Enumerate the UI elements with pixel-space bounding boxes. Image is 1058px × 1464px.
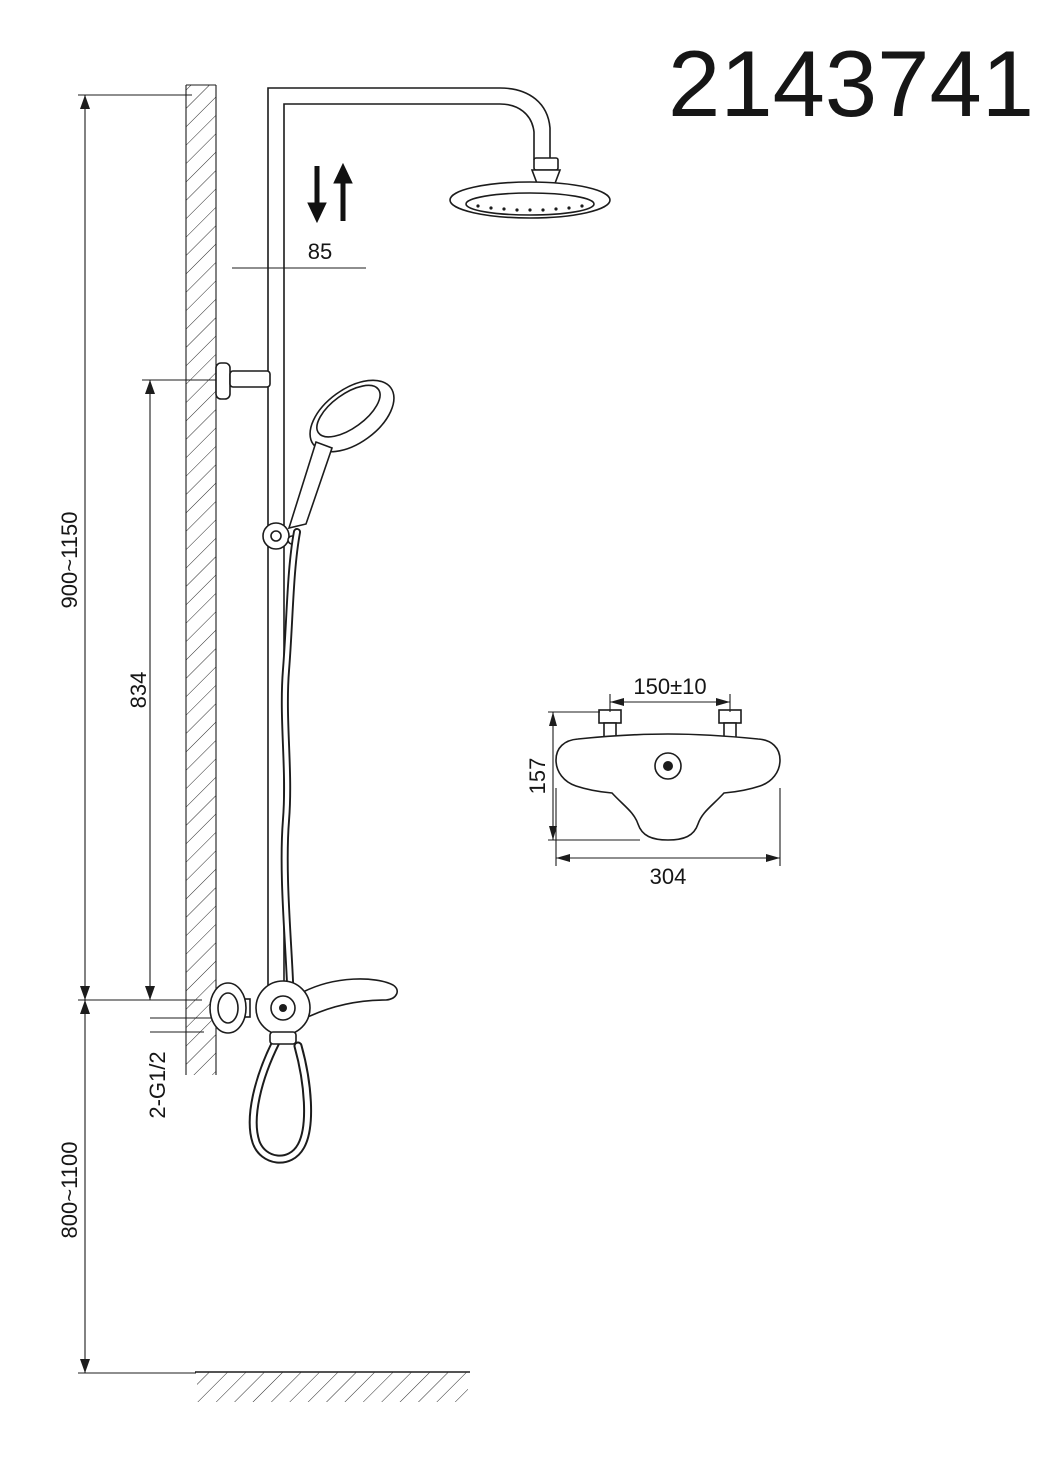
hand-shower xyxy=(287,379,395,530)
wall-hatch xyxy=(186,85,216,1075)
mixer-hose-outlet xyxy=(269,1031,297,1045)
mixer-wall-flange xyxy=(209,982,247,1034)
dimension-head-offset: 85 xyxy=(232,239,366,269)
dim-column-height-label: 900~1150 xyxy=(57,512,82,609)
detail-diverter-button xyxy=(654,752,682,780)
dimension-valve-width: 304 xyxy=(555,788,781,889)
hand-shower-face xyxy=(316,384,381,438)
part-number: 2143741 xyxy=(668,31,1034,136)
height-adjust-arrows xyxy=(307,162,353,224)
dim-valve-height-label: 157 xyxy=(525,758,550,795)
hand-shower-handle xyxy=(287,440,334,530)
detail-valve-body xyxy=(555,733,781,841)
inlet-thread-label: 2-G1/2 xyxy=(145,1051,170,1118)
dimension-inlet-spacing: 150±10 xyxy=(609,674,731,712)
dim-valve-width-label: 304 xyxy=(650,864,687,889)
detail-inlet-right xyxy=(718,709,742,740)
ground-hatch xyxy=(197,1372,468,1402)
ground xyxy=(195,1371,470,1402)
rain-shower-face xyxy=(465,192,595,216)
spray-nozzles xyxy=(476,204,584,212)
dimension-column-height: 900~1150 800~1100 xyxy=(57,94,202,1374)
dim-inlet-spacing-label: 150±10 xyxy=(633,674,706,699)
shower-column xyxy=(267,87,611,985)
dimension-rail-length: 834 xyxy=(126,379,234,1000)
dim-outlet-height-label: 800~1100 xyxy=(57,1142,82,1239)
up-arrow-icon xyxy=(333,162,353,221)
mixer-detail-view: 150±10 157 304 xyxy=(525,674,781,889)
head-connector-nut xyxy=(533,157,559,171)
riser-outer-edge xyxy=(267,87,551,985)
wall-section xyxy=(185,84,217,1075)
wall-bracket xyxy=(215,362,271,400)
shower-hose xyxy=(248,528,313,1164)
hand-shower-head xyxy=(309,379,395,453)
dimension-valve-height: 157 xyxy=(525,711,640,841)
dim-head-offset-label: 85 xyxy=(308,239,332,264)
detail-inlet-left xyxy=(598,709,622,740)
rain-shower-head xyxy=(449,181,611,219)
mixer-lever-handle xyxy=(298,978,398,1018)
label-inlet-thread: 2-G1/2 xyxy=(145,1017,212,1119)
riser-inner-edge xyxy=(283,103,535,982)
dim-rail-length-label: 834 xyxy=(126,672,151,709)
mixer-valve-side xyxy=(209,978,398,1045)
down-arrow-icon xyxy=(307,166,327,224)
